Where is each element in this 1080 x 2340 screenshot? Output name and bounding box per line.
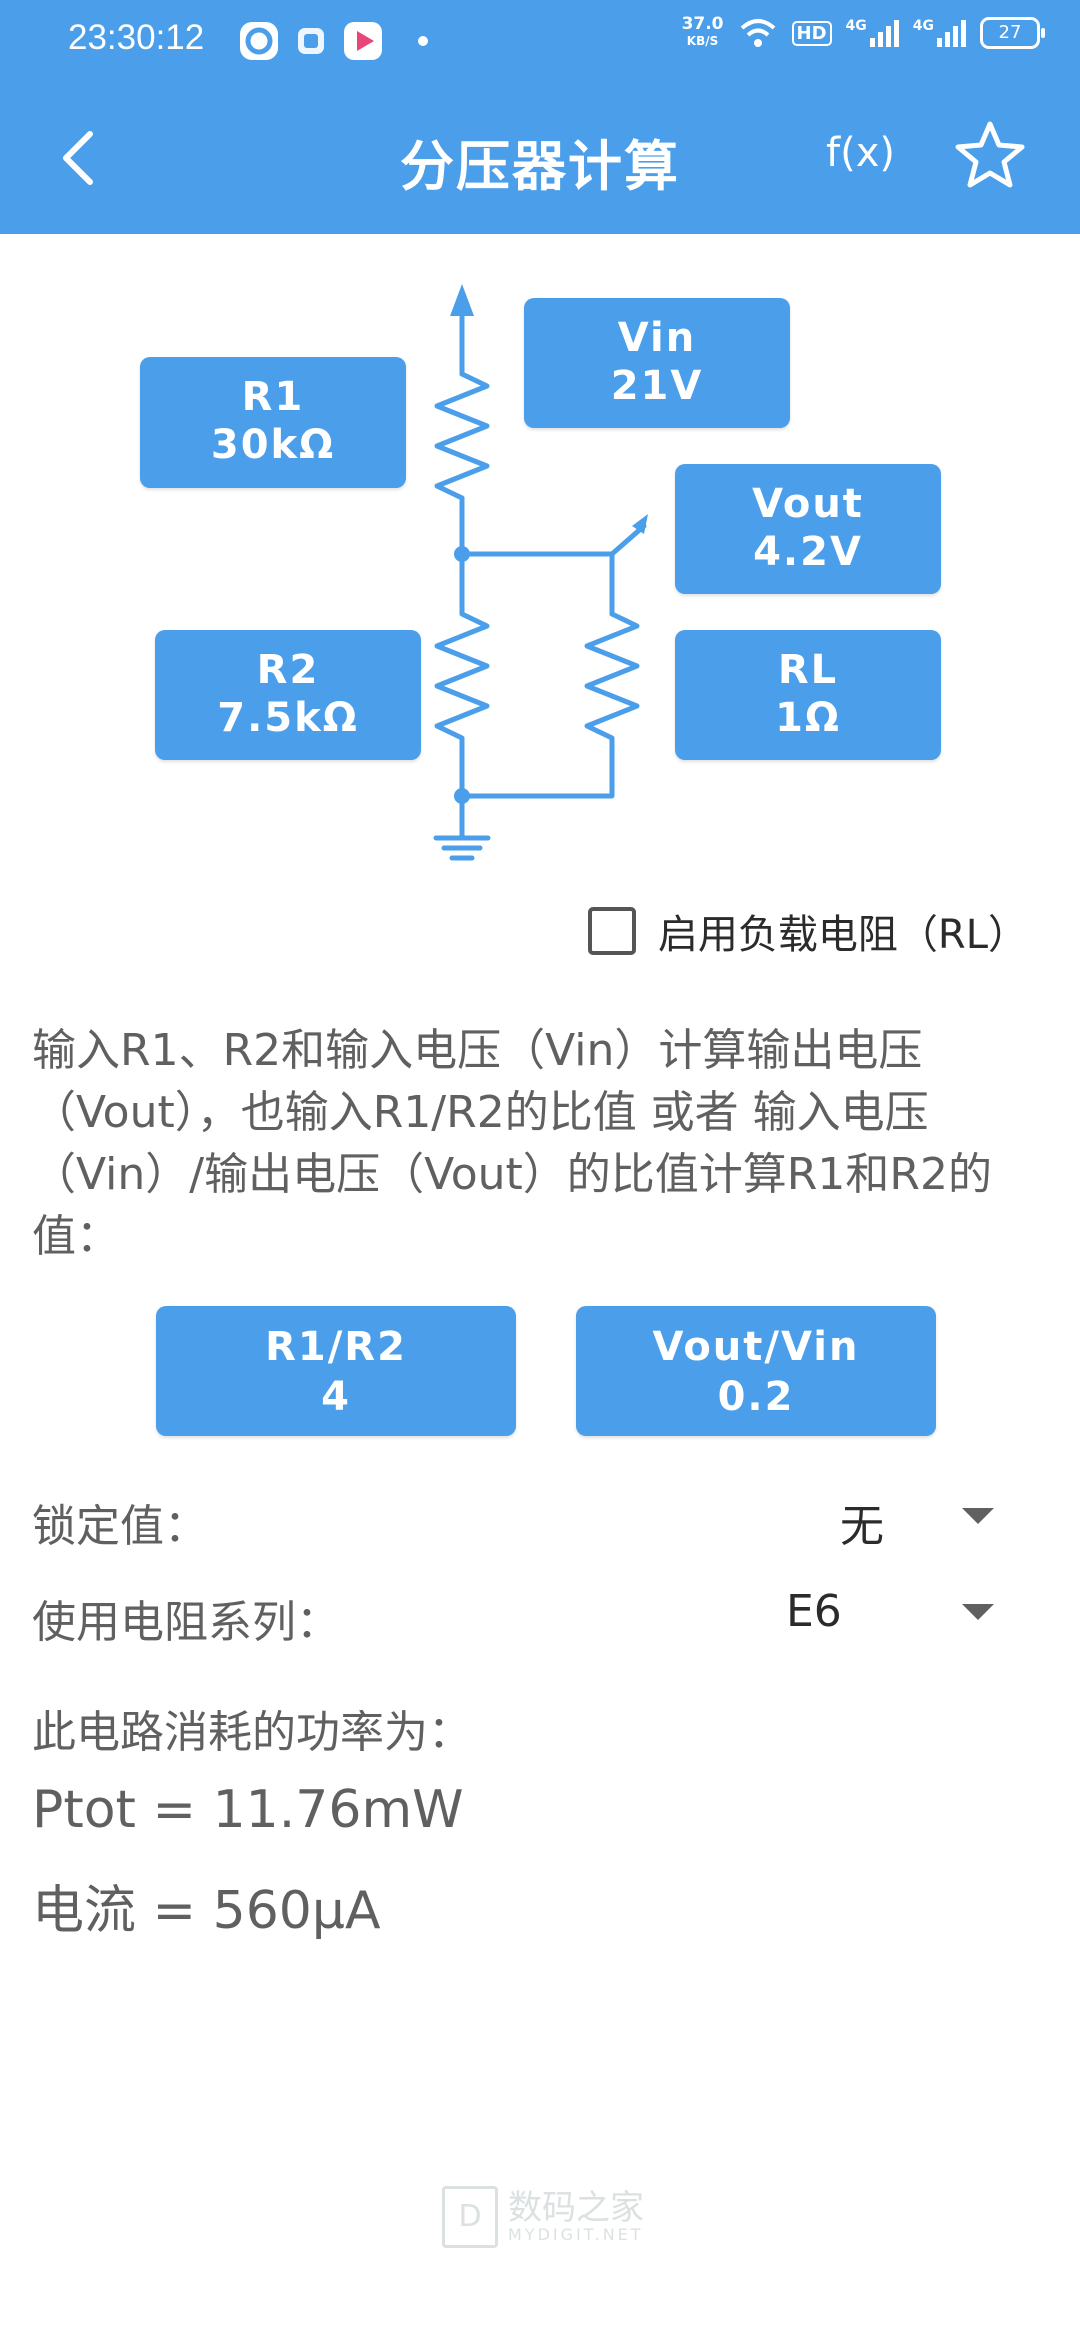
video-app-icon — [344, 22, 382, 60]
r2-chip[interactable]: R2 7.5kΩ — [155, 630, 421, 760]
junction-dot — [454, 788, 470, 804]
r1-label: R1 — [241, 374, 305, 420]
vin-arrow-head — [450, 284, 474, 316]
vout-arrow-head — [632, 514, 648, 534]
vout-chip[interactable]: Vout 4.2V — [675, 464, 941, 594]
total-power-result: Ptot = 11.76mW — [32, 1780, 464, 1840]
rl-value: 1Ω — [775, 695, 841, 741]
back-button[interactable] — [50, 126, 110, 190]
circuit-schematic — [433, 284, 648, 861]
status-time: 23:30:12 — [68, 18, 205, 57]
r1-chip[interactable]: R1 30kΩ — [140, 357, 406, 488]
battery-icon: 27 — [980, 17, 1045, 49]
vout-vin-ratio-chip[interactable]: Vout/Vin 0.2 — [576, 1306, 936, 1436]
wifi-icon — [740, 19, 775, 47]
vout-label: Vout — [752, 481, 864, 527]
load-resistor-label: 启用负载电阻（RL） — [657, 912, 1028, 958]
watermark-logo: D — [442, 2186, 498, 2248]
lock-value-selected: 无 — [840, 1501, 884, 1552]
resistor-series-label: 使用电阻系列： — [32, 1597, 340, 1648]
signal-icon: 4G — [846, 18, 899, 48]
vout-vin-ratio-value: 0.2 — [717, 1374, 795, 1420]
signal-icon: 4G — [913, 18, 966, 48]
chevron-down-icon — [962, 1604, 994, 1620]
back-arrow-icon — [63, 131, 93, 185]
resistor-series-dropdown[interactable]: E6 — [760, 1572, 1020, 1652]
resistor-series-selected: E6 — [786, 1586, 842, 1637]
signal-type: 4G — [845, 18, 867, 34]
watermark-text-group: 数码之家 MYDIGIT.NET — [508, 2191, 644, 2244]
lock-value-dropdown[interactable]: 无 — [780, 1476, 1020, 1556]
status-bar: 23:30:12 37.0 KB/S HD 4G 4G 27 — [0, 0, 1080, 82]
star-icon — [955, 121, 1025, 188]
r1-value: 30kΩ — [210, 422, 336, 468]
signal-type: 4G — [912, 18, 934, 34]
net-speed-value: 37.0 — [681, 14, 724, 34]
app-notification-icon — [240, 22, 278, 60]
net-speed: 37.0 KB/S — [682, 16, 724, 50]
instructions-text: 输入R1、R2和输入电压（Vin）计算输出电压（Vout），也输入R1/R2的比… — [32, 1025, 992, 1262]
r2-label: R2 — [256, 647, 320, 693]
status-indicators: 37.0 KB/S HD 4G 4G 27 — [682, 16, 1045, 50]
lock-value-label: 锁定值： — [32, 1501, 208, 1552]
app-notification-icon — [292, 22, 330, 60]
r1-r2-ratio-chip[interactable]: R1/R2 4 — [156, 1306, 516, 1436]
vout-value: 4.2V — [753, 529, 863, 575]
r1-r2-ratio-label: R1/R2 — [265, 1324, 407, 1370]
vin-label: Vin — [617, 315, 697, 361]
net-speed-unit: KB/S — [686, 34, 719, 48]
rl-chip[interactable]: RL 1Ω — [675, 630, 941, 760]
vin-value: 21V — [610, 363, 704, 409]
hd-badge: HD — [791, 20, 832, 46]
load-resistor-toggle[interactable]: 启用负载电阻（RL） — [587, 902, 1028, 960]
page-title: 分压器计算 — [400, 135, 680, 198]
chevron-down-icon — [962, 1508, 994, 1524]
vout-vin-ratio-label: Vout/Vin — [652, 1324, 860, 1370]
favorite-button[interactable] — [952, 118, 1028, 194]
rl-label: RL — [777, 647, 839, 693]
watermark-subtext: MYDIGIT.NET — [508, 2224, 644, 2244]
watermark-text: 数码之家 — [508, 2187, 644, 2228]
notification-dot-icon — [418, 36, 428, 46]
power-heading: 此电路消耗的功率为： — [32, 1707, 472, 1758]
circuit-diagram: R1 30kΩ Vin 21V Vout 4.2V R2 7.5kΩ RL 1Ω — [0, 234, 1080, 894]
current-result: 电流 = 560μA — [32, 1881, 381, 1941]
r1-r2-ratio-value: 4 — [321, 1374, 351, 1420]
r2-value: 7.5kΩ — [217, 695, 359, 741]
junction-dot — [454, 546, 470, 562]
formula-button[interactable]: f(x) — [826, 130, 895, 176]
app-bar: 分压器计算 f(x) — [0, 82, 1080, 234]
load-resistor-checkbox[interactable] — [587, 907, 636, 955]
watermark: D 数码之家 MYDIGIT.NET — [442, 2186, 644, 2248]
vin-chip[interactable]: Vin 21V — [524, 298, 790, 428]
